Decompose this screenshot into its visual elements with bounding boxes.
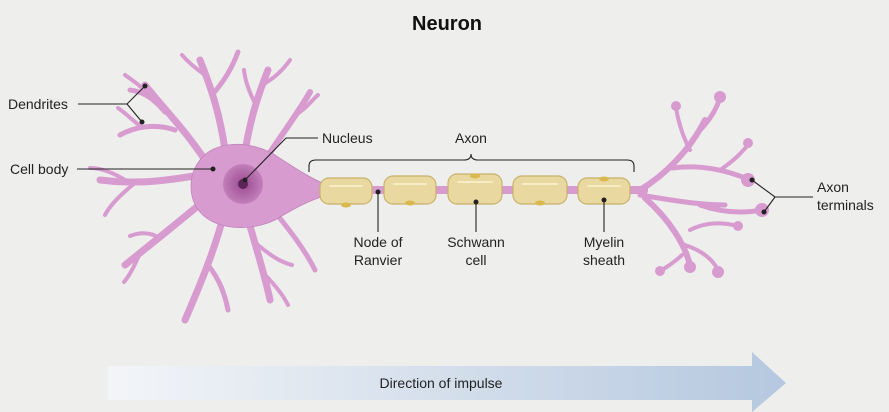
label-myelin-sheath: Myelin — [584, 234, 624, 250]
label-axon-terminals-line2: terminals — [817, 197, 874, 213]
myelin-segment — [513, 176, 567, 204]
label-dendrites: Dendrites — [8, 96, 68, 112]
page-title: Neuron — [412, 13, 482, 35]
label-node-of-ranvier: Node of — [353, 234, 402, 250]
label-schwann-cell: Schwann — [447, 234, 505, 250]
label-nucleus: Nucleus — [322, 130, 373, 146]
label-axon-terminals: Axon — [817, 179, 849, 195]
label-schwann-cell-line2: cell — [465, 252, 486, 268]
axon-bracket — [309, 154, 634, 172]
label-axon: Axon — [455, 130, 487, 146]
myelin-segment — [320, 178, 372, 204]
myelin-segment — [384, 176, 436, 204]
label-myelin-sheath-line2: sheath — [583, 252, 625, 268]
label-cell-body: Cell body — [10, 161, 68, 177]
label-node-of-ranvier-line2: Ranvier — [354, 252, 403, 268]
impulse-arrow: Direction of impulse — [108, 352, 786, 412]
label-direction-of-impulse: Direction of impulse — [380, 375, 503, 391]
